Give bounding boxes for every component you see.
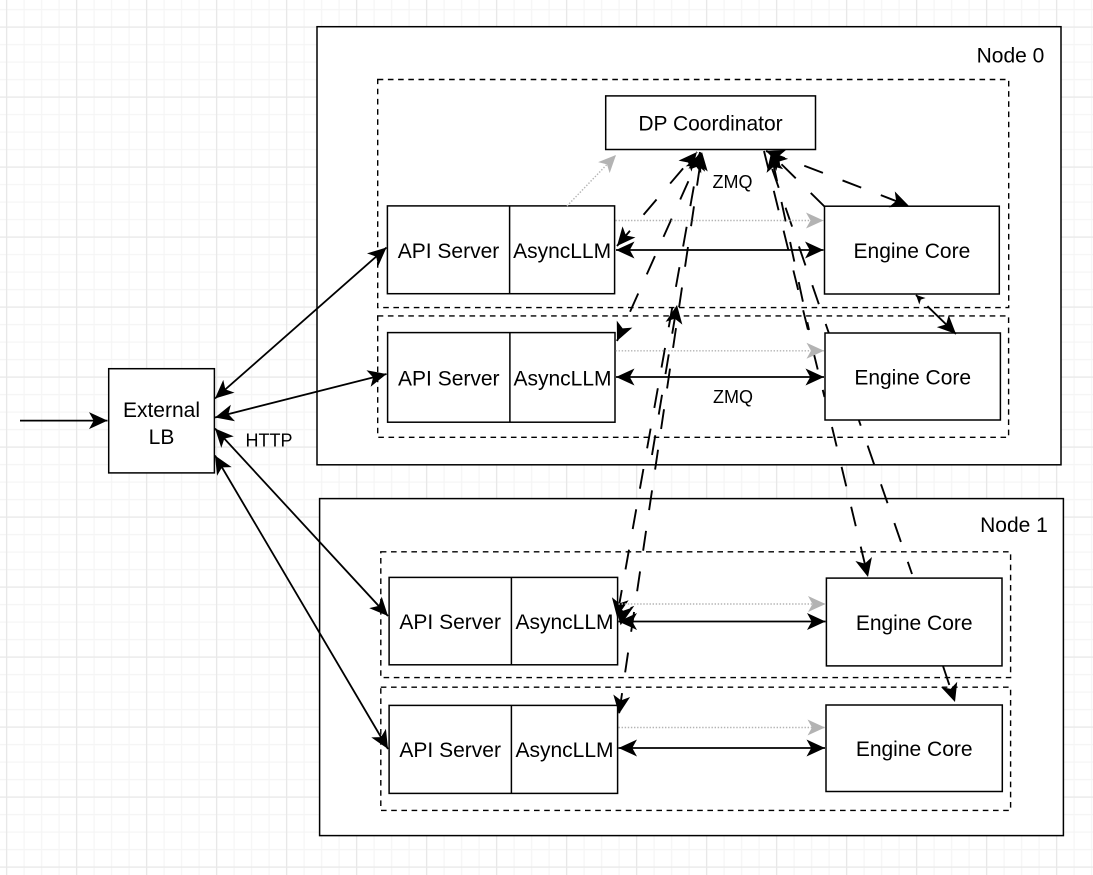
svg-text:HTTP: HTTP: [246, 431, 293, 451]
svg-text:DP Coordinator: DP Coordinator: [638, 113, 782, 136]
svg-text:API Server: API Server: [398, 368, 500, 391]
svg-text:ZMQ: ZMQ: [713, 172, 753, 192]
svg-text:AsyncLLM: AsyncLLM: [513, 240, 611, 263]
svg-text:LB: LB: [149, 426, 175, 449]
svg-text:AsyncLLM: AsyncLLM: [515, 611, 613, 634]
svg-text:Node 1: Node 1: [980, 514, 1048, 537]
svg-text:API Server: API Server: [399, 611, 501, 634]
svg-text:AsyncLLM: AsyncLLM: [513, 368, 611, 391]
svg-text:External: External: [123, 399, 200, 422]
svg-text:Engine Core: Engine Core: [854, 240, 971, 263]
svg-text:Engine Core: Engine Core: [854, 367, 971, 390]
svg-text:API Server: API Server: [399, 739, 501, 762]
svg-text:Node 0: Node 0: [977, 45, 1045, 68]
svg-text:Engine Core: Engine Core: [856, 612, 973, 635]
svg-text:API Server: API Server: [398, 240, 500, 263]
svg-text:AsyncLLM: AsyncLLM: [515, 739, 613, 762]
svg-text:ZMQ: ZMQ: [713, 387, 753, 407]
svg-text:Engine Core: Engine Core: [856, 738, 973, 761]
